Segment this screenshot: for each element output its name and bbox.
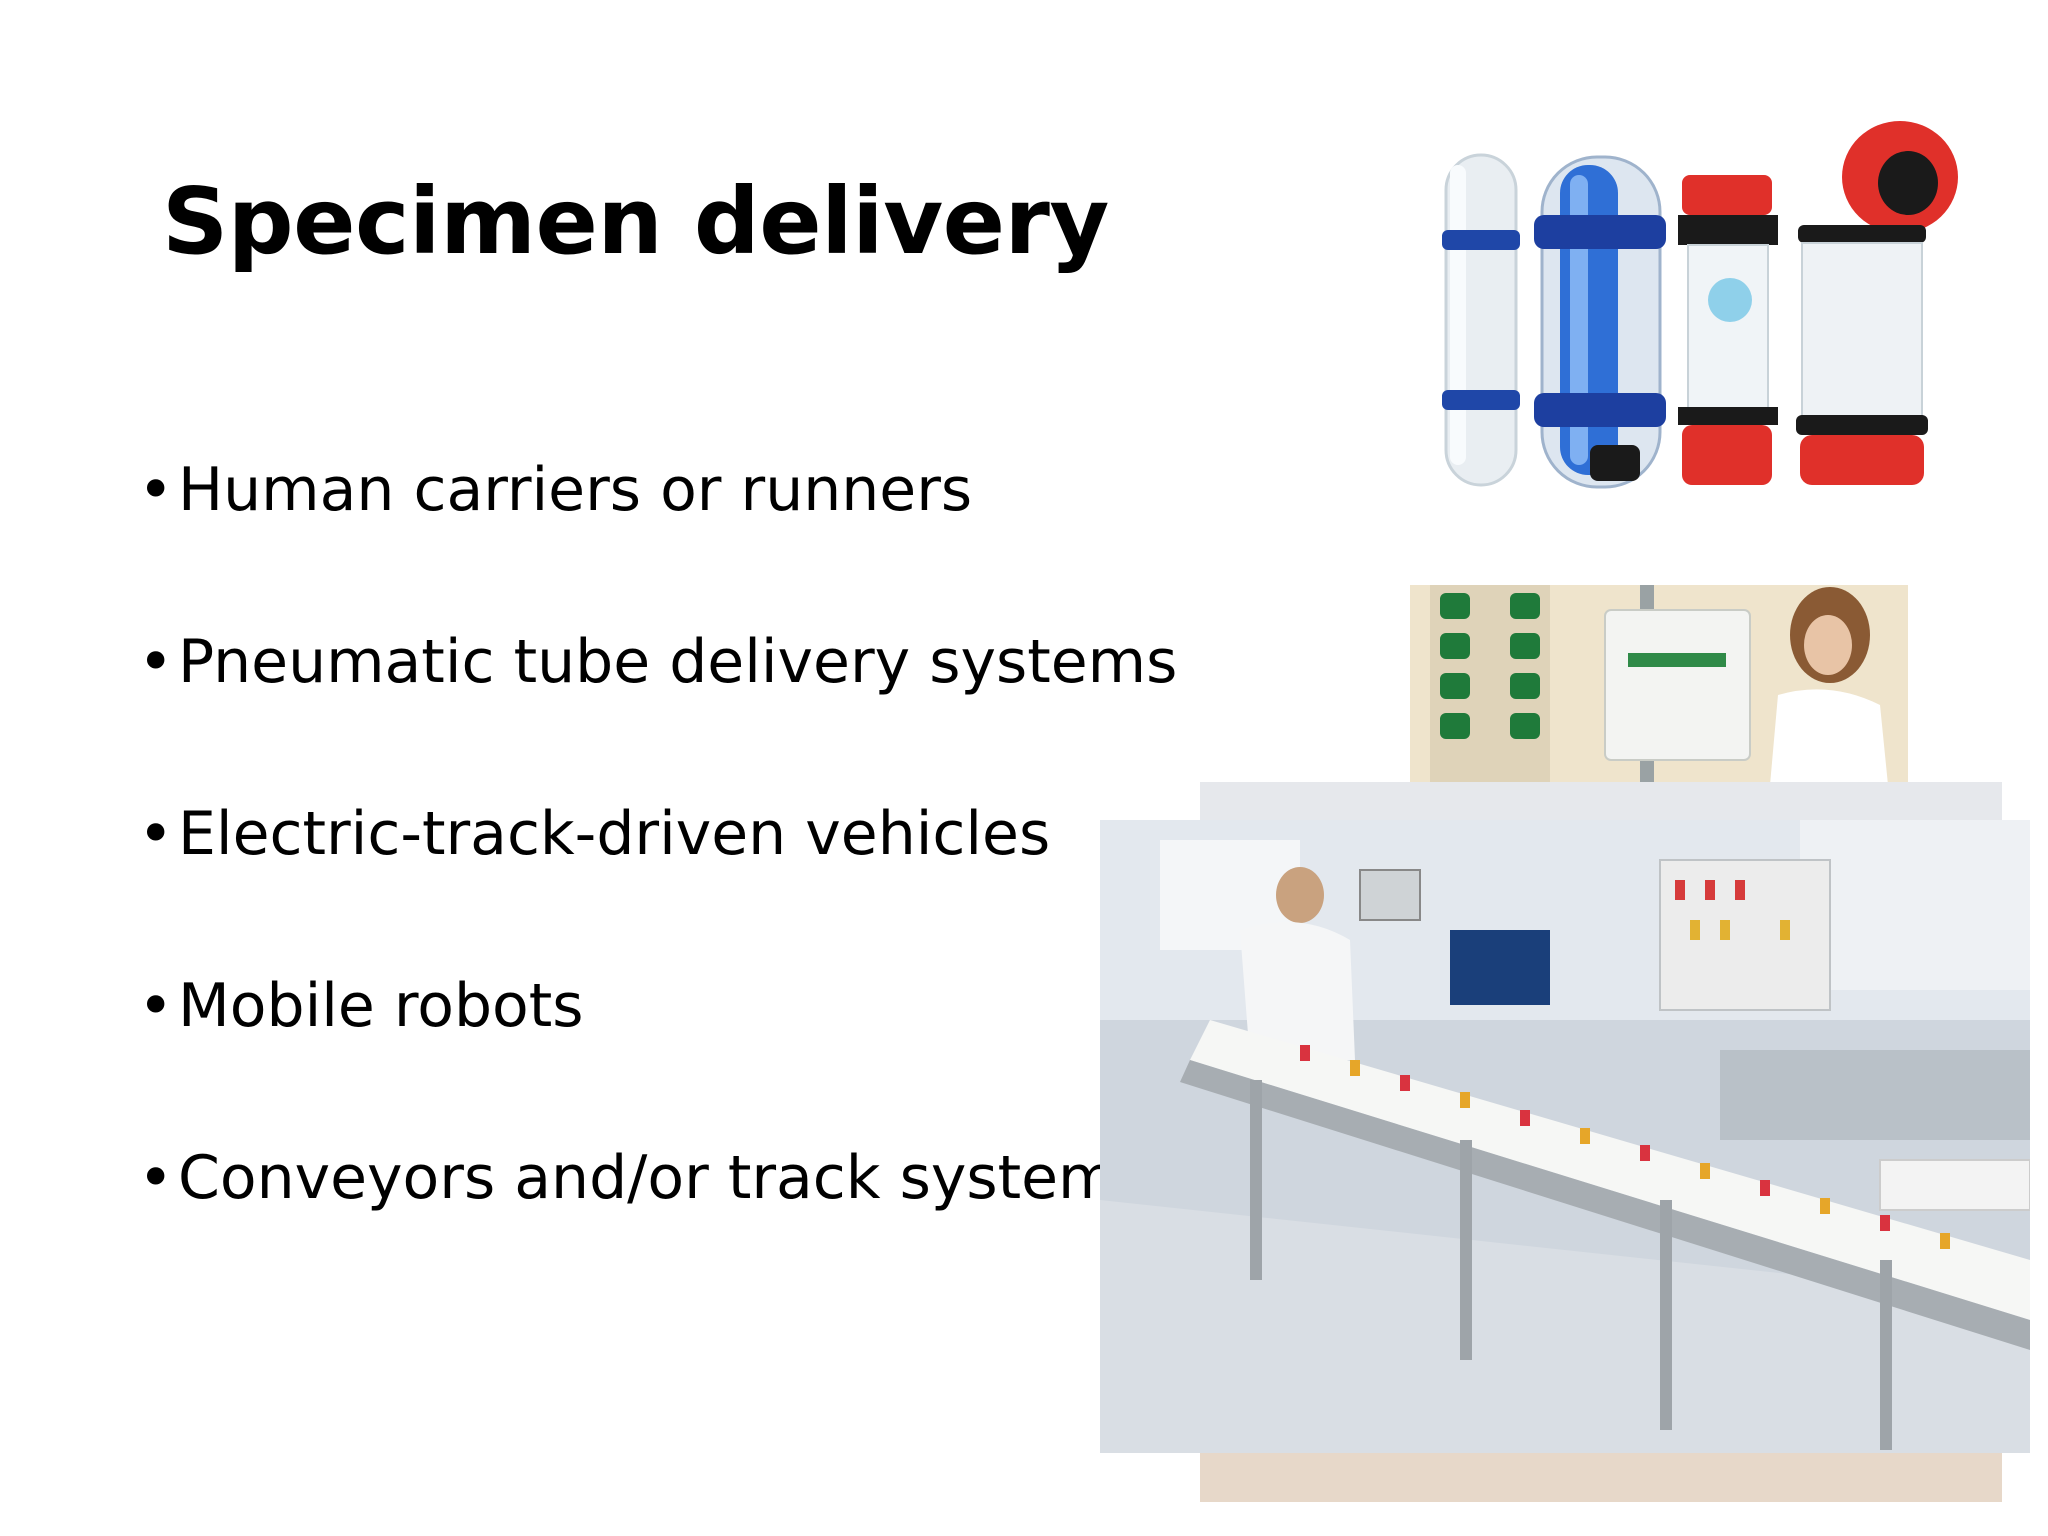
bullet-dot: • xyxy=(138,971,174,1041)
bullet-item: •Electric-track-driven vehicles xyxy=(138,794,1177,966)
bullet-text: Pneumatic tube delivery systems xyxy=(178,627,1178,697)
bullet-dot: • xyxy=(138,799,174,869)
bullet-list: •Human carriers or runners •Pneumatic tu… xyxy=(138,450,1177,1310)
bullet-text: Human carriers or runners xyxy=(178,455,973,525)
bullet-text: Electric-track-driven vehicles xyxy=(178,799,1051,869)
bullet-item: •Pneumatic tube delivery systems xyxy=(138,622,1177,794)
bullet-text: Mobile robots xyxy=(178,971,584,1041)
lab-conveyor-illustration xyxy=(1100,820,2030,1453)
slide-title: Specimen delivery xyxy=(162,168,1109,275)
bullet-item: •Mobile robots xyxy=(138,966,1177,1138)
pneumatic-carriers-image xyxy=(1430,105,1970,505)
lab-conveyor-image xyxy=(1100,820,2030,1453)
bullet-item: •Human carriers or runners xyxy=(138,450,1177,622)
pneumatic-carriers-illustration xyxy=(1430,105,1970,505)
bullet-dot: • xyxy=(138,455,174,525)
bullet-item: •Conveyors and/or track systems xyxy=(138,1138,1177,1310)
bullet-dot: • xyxy=(138,1143,174,1213)
bullet-dot: • xyxy=(138,627,174,697)
pneumatic-station-illustration xyxy=(1410,585,1908,785)
pneumatic-station-image xyxy=(1410,585,1908,785)
bullet-text: Conveyors and/or track systems xyxy=(178,1143,1148,1213)
